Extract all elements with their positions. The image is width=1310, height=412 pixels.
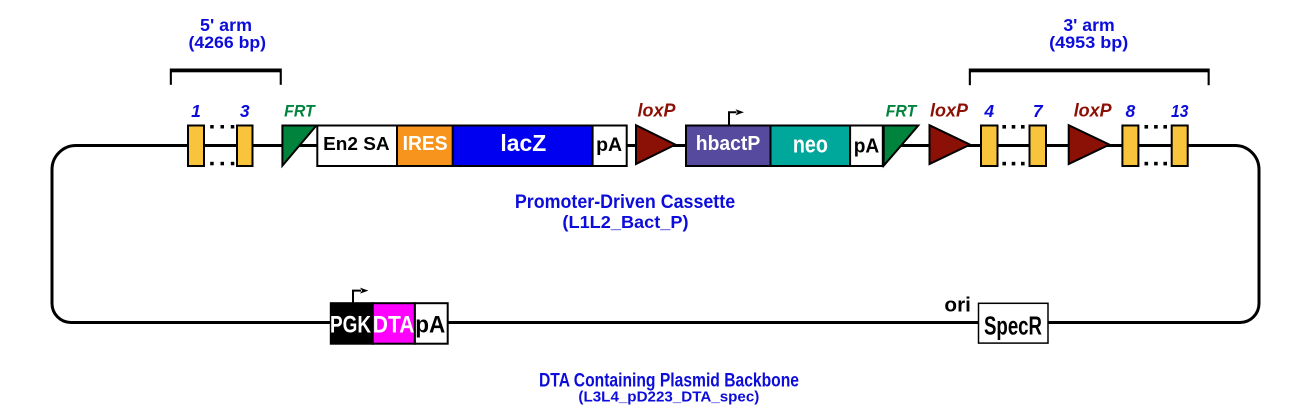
svg-text:SpecR: SpecR [984, 310, 1042, 340]
svg-text:lacZ: lacZ [500, 130, 546, 156]
svg-text:pA: pA [415, 311, 445, 338]
svg-text:neo: neo [793, 131, 828, 158]
svg-text:Promoter-Driven Cassette: Promoter-Driven Cassette [515, 192, 735, 213]
svg-text:ori: ori [944, 293, 971, 316]
svg-text:4: 4 [983, 101, 994, 121]
svg-text:13: 13 [1171, 101, 1189, 121]
svg-text:(L1L2_Bact_P): (L1L2_Bact_P) [562, 212, 688, 232]
svg-text:(4266 bp): (4266 bp) [189, 33, 267, 52]
svg-text:1: 1 [191, 101, 201, 121]
svg-text:3' arm: 3' arm [1063, 15, 1114, 35]
svg-text:loxP: loxP [930, 101, 969, 121]
svg-text:FRT: FRT [886, 103, 918, 121]
svg-text:hbactP: hbactP [696, 133, 761, 155]
svg-text:5' arm: 5' arm [200, 15, 252, 35]
svg-text:DTA: DTA [373, 311, 415, 338]
svg-text:loxP: loxP [1074, 101, 1113, 121]
svg-text:(L3L4_pD223_DTA_spec): (L3L4_pD223_DTA_spec) [578, 389, 759, 406]
svg-text:IRES: IRES [403, 133, 448, 155]
svg-text:(4953 bp): (4953 bp) [1049, 33, 1128, 52]
svg-text:loxP: loxP [638, 101, 677, 121]
svg-text:3: 3 [240, 101, 250, 121]
svg-text:8: 8 [1126, 101, 1136, 121]
svg-text:pA: pA [596, 134, 622, 156]
svg-text:PGK: PGK [330, 311, 371, 338]
svg-text:FRT: FRT [284, 103, 316, 121]
svg-text:DTA Containing Plasmid Backbon: DTA Containing Plasmid Backbone [539, 371, 799, 392]
svg-text:pA: pA [854, 135, 880, 158]
svg-text:7: 7 [1033, 101, 1044, 121]
svg-text:En2 SA: En2 SA [323, 133, 390, 154]
